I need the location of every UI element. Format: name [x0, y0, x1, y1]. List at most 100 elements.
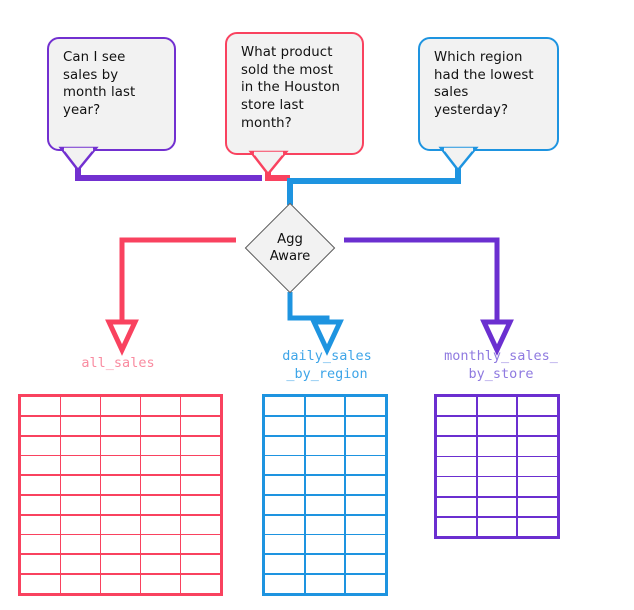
- table-label-all-sales: all_sales: [81, 355, 155, 371]
- table-cell: [21, 416, 60, 435]
- table-cell: [346, 397, 385, 415]
- table-cell: [518, 497, 557, 516]
- table-cell: [346, 456, 385, 475]
- table-cell: [518, 457, 557, 476]
- table-cell: [518, 397, 557, 416]
- edge-q1-to-router: [75, 152, 262, 181]
- bubble-tail-q3: [438, 146, 479, 173]
- table-cell: [346, 555, 385, 574]
- table-cell: [141, 416, 180, 435]
- table-grid-all-sales[interactable]: [18, 394, 223, 596]
- table-cell: [101, 476, 140, 495]
- table-cell: [21, 495, 60, 514]
- table-cell: [181, 495, 220, 514]
- table-cell: [346, 436, 385, 455]
- arrowhead-all-sales: [105, 319, 139, 356]
- table-cell: [477, 437, 517, 456]
- table-cell: [265, 495, 304, 514]
- table-cell: [61, 456, 100, 475]
- table-cell: [141, 397, 180, 416]
- edge-q2-to-router: [265, 156, 290, 181]
- question-bubble-region-lowest[interactable]: Which region had the lowest sales yester…: [418, 37, 559, 151]
- table-cell: [101, 416, 140, 435]
- table-cell: [61, 555, 100, 574]
- table-cell: [518, 437, 557, 456]
- table-cell: [21, 574, 60, 593]
- table-cell: [61, 535, 100, 554]
- table-cell: [265, 416, 304, 435]
- table-cell: [181, 397, 220, 416]
- table-cell: [181, 416, 220, 435]
- table-cell: [346, 495, 385, 514]
- question-bubble-houston-product[interactable]: What product sold the most in the Housto…: [225, 32, 364, 155]
- table-cell: [346, 476, 385, 495]
- table-cell: [437, 497, 476, 516]
- router-label: Agg Aware: [240, 198, 340, 298]
- table-cell: [305, 555, 345, 574]
- table-grid-daily-sales-by-region[interactable]: [262, 394, 388, 596]
- table-cell: [518, 517, 557, 536]
- question-text: Which region had the lowest sales yester…: [434, 50, 534, 119]
- table-cell: [101, 574, 140, 593]
- table-cell: [101, 456, 140, 475]
- table-cell: [305, 416, 345, 435]
- table-cell: [265, 476, 304, 495]
- table-cell: [477, 497, 517, 516]
- table-grid-monthly-sales-by-store[interactable]: [434, 394, 560, 539]
- table-cell: [265, 436, 304, 455]
- table-cell: [437, 437, 476, 456]
- table-cell: [181, 476, 220, 495]
- router-label-line1: Agg: [277, 231, 303, 247]
- table-cell: [61, 436, 100, 455]
- table-cell: [101, 535, 140, 554]
- table-cell: [21, 515, 60, 534]
- table-cell: [437, 397, 476, 416]
- question-text: What product sold the most in the Housto…: [241, 45, 341, 131]
- table-cell: [21, 436, 60, 455]
- table-cell: [305, 476, 345, 495]
- table-cell: [141, 515, 180, 534]
- table-cell: [141, 555, 180, 574]
- table-cell: [437, 477, 476, 496]
- table-cell: [305, 515, 345, 534]
- table-cell: [265, 575, 304, 593]
- table-cell: [181, 555, 220, 574]
- table-cell: [21, 535, 60, 554]
- table-label-daily-sales-by-region: daily_sales _by_region: [282, 348, 372, 382]
- table-cell: [477, 417, 517, 436]
- question-bubble-month-sales[interactable]: Can I see sales by month last year?: [47, 37, 176, 151]
- table-cell: [305, 535, 345, 554]
- table-cell: [141, 574, 180, 593]
- table-cell: [181, 515, 220, 534]
- table-cell: [181, 574, 220, 593]
- table-cell: [477, 477, 517, 496]
- table-cell: [305, 495, 345, 514]
- table-cell: [141, 495, 180, 514]
- bubble-tail-q2: [248, 150, 289, 177]
- table-cell: [141, 436, 180, 455]
- table-cell: [61, 574, 100, 593]
- arrowhead-monthly-sales: [480, 319, 514, 356]
- table-cell: [265, 555, 304, 574]
- table-cell: [61, 495, 100, 514]
- table-cell: [61, 515, 100, 534]
- table-cell: [305, 575, 345, 593]
- table-cell: [265, 515, 304, 534]
- table-cell: [61, 397, 100, 416]
- table-cell: [101, 397, 140, 416]
- agg-aware-router-node[interactable]: Agg Aware: [240, 198, 340, 298]
- table-cell: [518, 417, 557, 436]
- table-cell: [265, 397, 304, 415]
- edge-router-to-monthly-sales: [344, 237, 500, 322]
- table-cell: [346, 416, 385, 435]
- table-cell: [181, 436, 220, 455]
- table-cell: [181, 535, 220, 554]
- table-cell: [477, 517, 517, 536]
- table-cell: [518, 477, 557, 496]
- table-cell: [21, 456, 60, 475]
- table-cell: [101, 515, 140, 534]
- table-cell: [101, 555, 140, 574]
- bubble-tail-q1: [58, 146, 99, 173]
- table-cell: [437, 517, 476, 536]
